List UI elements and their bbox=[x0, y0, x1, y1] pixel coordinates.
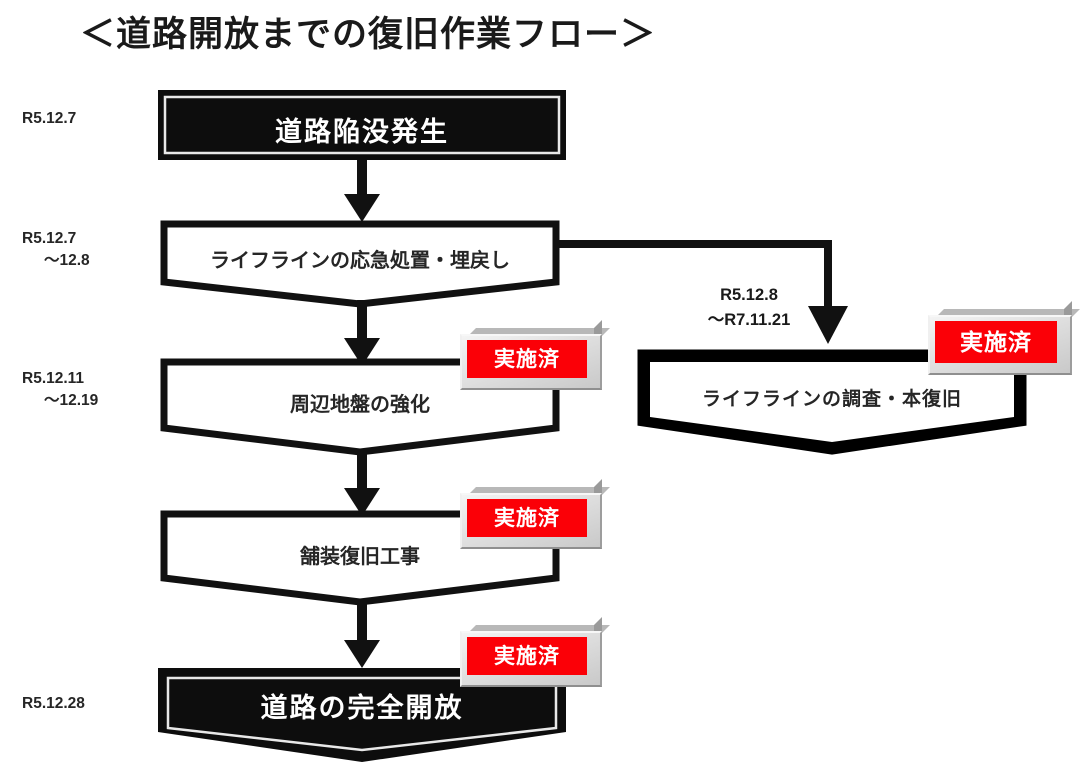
date-label-step3: R5.12.11 ～12.19 bbox=[22, 368, 98, 413]
badge-face: 実施済 bbox=[467, 499, 587, 537]
date-label-step2-line2: ～12.8 bbox=[44, 252, 90, 270]
date-label-step1: R5.12.7 bbox=[22, 108, 76, 130]
arrow-down-icon bbox=[344, 300, 380, 366]
date-label-step2-line1: R5.12.7 bbox=[22, 230, 77, 247]
date-label-branch: R5.12.8 ～R7.11.21 bbox=[664, 283, 834, 333]
date-label-step5-text: R5.12.28 bbox=[22, 695, 85, 712]
date-label-branch-line1: R5.12.8 bbox=[720, 286, 778, 304]
date-label-step3-line1: R5.12.11 bbox=[22, 370, 85, 387]
connector-branch-to-lifeline-survey bbox=[556, 232, 866, 362]
date-label-step5: R5.12.28 bbox=[22, 693, 85, 715]
badge-face: 実施済 bbox=[467, 340, 587, 378]
status-badge-label: 実施済 bbox=[494, 644, 560, 668]
status-badge-lifeline-survey: 実施済 bbox=[928, 301, 1080, 375]
badge-face: 実施済 bbox=[467, 637, 587, 675]
connector-step1-step2 bbox=[338, 160, 386, 224]
node-road-collapse-shape bbox=[158, 90, 566, 160]
arrow-down-icon bbox=[344, 160, 380, 222]
branch-arrow-icon bbox=[558, 240, 848, 344]
badge-face: 実施済 bbox=[935, 321, 1057, 363]
arrow-down-icon bbox=[344, 600, 380, 668]
status-badge-pavement-restoration: 実施済 bbox=[460, 479, 610, 549]
status-badge-ground-reinforcement: 実施済 bbox=[460, 320, 610, 390]
connector-step3-step4 bbox=[338, 450, 386, 518]
node-road-collapse[interactable]: 道路陥没発生 bbox=[158, 90, 566, 160]
date-label-branch-line2: ～R7.11.21 bbox=[707, 310, 791, 329]
date-label-step3-line2: ～12.19 bbox=[44, 392, 99, 410]
status-badge-label: 実施済 bbox=[494, 347, 560, 371]
status-badge-full-road-opening: 実施済 bbox=[460, 617, 610, 687]
node-lifeline-emergency[interactable]: ライフラインの応急処置・埋戻し bbox=[160, 220, 560, 308]
date-label-step2: R5.12.7 ～12.8 bbox=[22, 228, 90, 273]
date-label-step1-text: R5.12.7 bbox=[22, 110, 77, 127]
page-title: ＜道路開放までの復旧作業フロー＞ bbox=[80, 15, 657, 54]
arrow-down-icon bbox=[344, 450, 380, 516]
status-badge-label: 実施済 bbox=[960, 328, 1032, 355]
status-badge-label: 実施済 bbox=[494, 506, 560, 530]
connector-step4-step5 bbox=[338, 600, 386, 670]
connector-step2-step3 bbox=[338, 300, 386, 368]
node-lifeline-emergency-shape bbox=[160, 220, 560, 308]
